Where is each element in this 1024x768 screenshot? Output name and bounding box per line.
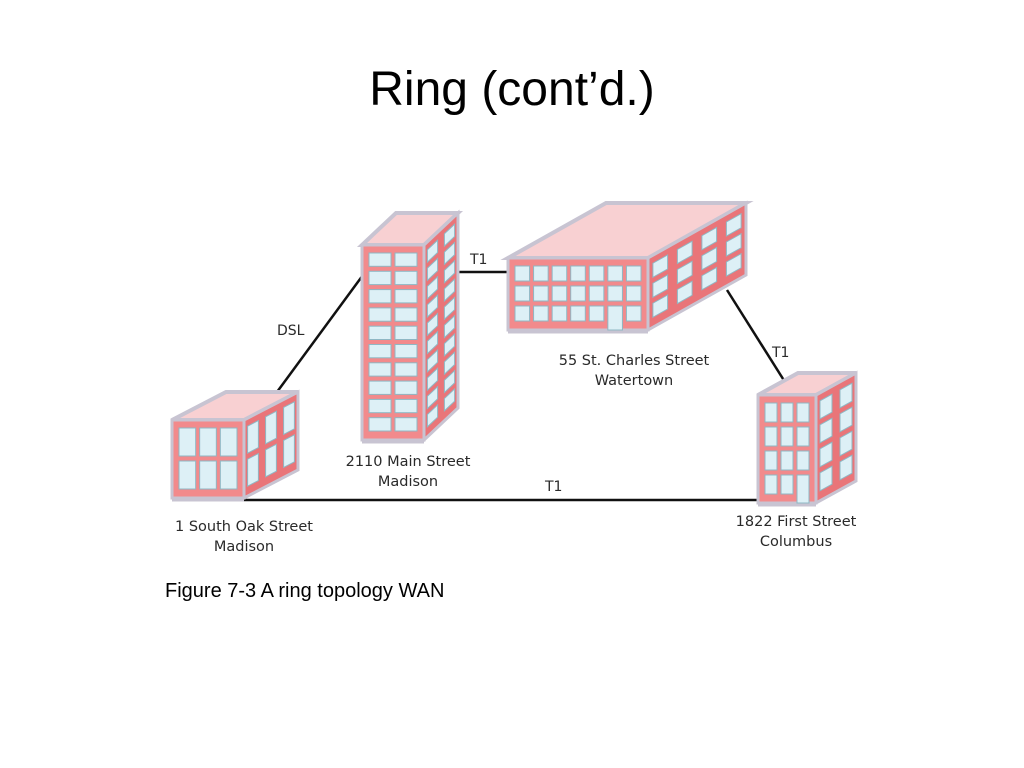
- address-line: 55 St. Charles Street: [558, 353, 710, 369]
- city-line: Madison: [377, 474, 439, 490]
- address-line: 1822 First Street: [735, 514, 857, 530]
- link-dsl-line: [275, 274, 365, 393]
- building-madison-tower-icon: [356, 209, 464, 444]
- link-label-t1-right: T1: [772, 345, 790, 361]
- link-label-t1-bottom: T1: [545, 479, 563, 495]
- link-label-dsl: DSL: [277, 323, 305, 339]
- city-line: Columbus: [759, 534, 833, 550]
- label-south-oak: 1 South Oak Street Madison: [166, 517, 322, 557]
- building-watertown-icon: [500, 200, 754, 334]
- building-columbus-icon: [756, 370, 858, 507]
- building-south-oak-icon: [170, 389, 300, 502]
- label-madison-tower: 2110 Main Street Madison: [330, 452, 486, 492]
- city-line: Madison: [213, 539, 275, 555]
- label-watertown: 55 St. Charles Street Watertown: [548, 351, 720, 391]
- address-line: 1 South Oak Street: [175, 519, 313, 535]
- slide-title: Ring (cont’d.): [369, 63, 655, 116]
- city-line: Watertown: [594, 373, 674, 389]
- link-t1-right-line: [725, 289, 787, 383]
- figure-caption: Figure 7-3 A ring topology WAN: [165, 580, 445, 602]
- link-label-t1-top: T1: [470, 252, 488, 268]
- address-line: 2110 Main Street: [345, 454, 471, 470]
- label-columbus: 1822 First Street Columbus: [726, 512, 866, 552]
